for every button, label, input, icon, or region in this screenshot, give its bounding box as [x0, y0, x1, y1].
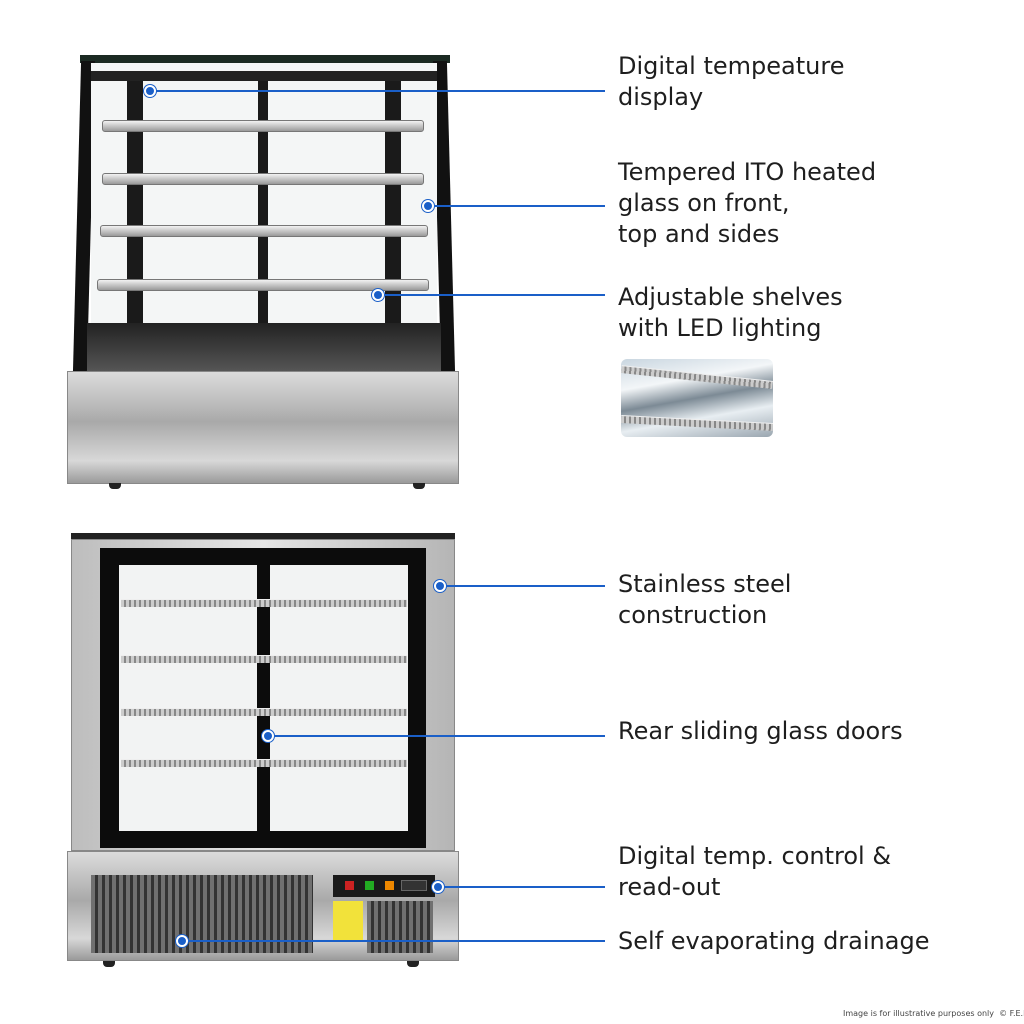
callout-label-doors: Rear sliding glass doors — [618, 716, 903, 747]
label-line: Self evaporating drainage — [618, 927, 930, 955]
callout-dot-steel — [434, 580, 446, 592]
foot — [109, 483, 121, 489]
shelf — [121, 655, 407, 663]
callout-line-control — [438, 886, 605, 888]
callout-dot-doors — [262, 730, 274, 742]
callout-line-steel — [440, 585, 605, 587]
label-line: read-out — [618, 873, 721, 901]
led-shelf-inset-image — [621, 359, 773, 437]
callout-dot-control — [432, 881, 444, 893]
shelf — [121, 599, 407, 607]
callout-label-steel: Stainless steel construction — [618, 569, 791, 631]
control-panel — [333, 875, 435, 897]
label-line: Adjustable shelves — [618, 283, 843, 311]
label-line: Tempered ITO heated — [618, 158, 877, 186]
shelf — [102, 120, 424, 132]
base-deck — [87, 323, 441, 371]
stainless-base — [67, 371, 459, 484]
callout-dot-drainage — [176, 935, 188, 947]
callout-dot-display — [144, 85, 156, 97]
callout-dot-glass — [422, 200, 434, 212]
label-line: Rear sliding glass doors — [618, 717, 903, 745]
callout-dot-shelves — [372, 289, 384, 301]
shelf — [121, 708, 407, 716]
top-rail — [91, 71, 437, 81]
callout-label-shelves: Adjustable shelves with LED lighting — [618, 282, 843, 344]
rear-view-cabinet — [67, 533, 459, 968]
disclaimer: Image is for illustrative purposes only … — [843, 1009, 1024, 1018]
shelf — [102, 173, 424, 185]
label-line: Digital tempeature — [618, 52, 845, 80]
warning-label — [333, 901, 363, 941]
label-line: glass on front, — [618, 189, 790, 217]
foot — [413, 483, 425, 489]
foot — [103, 961, 115, 967]
shelf — [100, 225, 428, 237]
label-line: Stainless steel — [618, 570, 792, 598]
label-line: Digital temp. control & — [618, 842, 892, 870]
callout-line-drainage — [182, 940, 605, 942]
top-glass — [80, 55, 450, 63]
callout-line-display — [150, 90, 605, 92]
callout-label-display: Digital tempeature display — [618, 51, 844, 113]
shelf — [121, 759, 407, 767]
side-grille — [367, 901, 433, 953]
top-edge — [71, 533, 455, 539]
sliding-door-left — [119, 565, 257, 831]
shelf — [97, 279, 429, 291]
label-line: with LED lighting — [618, 314, 822, 342]
callout-line-doors — [268, 735, 605, 737]
sliding-door-right — [270, 565, 408, 831]
callout-line-glass — [428, 205, 605, 207]
label-line: top and sides — [618, 220, 780, 248]
callout-label-glass: Tempered ITO heated glass on front, top … — [618, 157, 876, 250]
callout-line-shelves — [378, 294, 605, 296]
front-view-cabinet — [67, 55, 459, 490]
callout-label-control: Digital temp. control & read-out — [618, 841, 891, 903]
callout-label-drainage: Self evaporating drainage — [618, 926, 929, 957]
label-line: construction — [618, 601, 768, 629]
label-line: display — [618, 83, 704, 111]
foot — [407, 961, 419, 967]
